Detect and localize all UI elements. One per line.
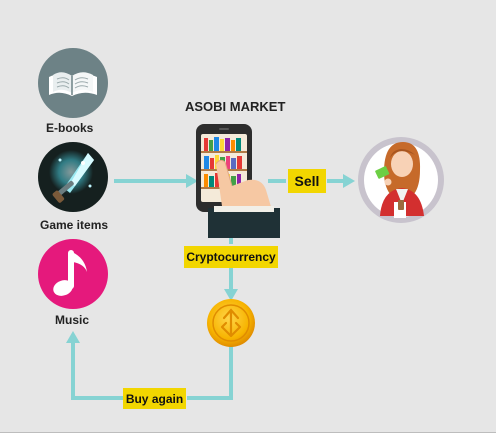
music-icon <box>38 239 108 309</box>
item-label-e-books: E-books <box>46 121 94 135</box>
game-items-icon <box>38 142 108 212</box>
market-title: ASOBI MARKET <box>185 99 286 114</box>
sell-tag: Sell <box>288 169 326 193</box>
buy-again-tag: Buy again <box>123 388 186 409</box>
divider <box>0 432 496 433</box>
buyer-icon <box>358 137 444 223</box>
cryptocurrency-tag: Cryptocurrency <box>184 246 278 268</box>
connector-crypto-to-coin <box>224 268 238 301</box>
connector-sell-to-buyer <box>327 174 355 188</box>
item-label-game-items: Game items <box>40 218 109 232</box>
hand-icon <box>208 159 280 238</box>
e-books-icon <box>38 48 108 118</box>
connector-coin-loop-to-music <box>66 331 233 400</box>
connector-items-to-phone <box>114 174 198 188</box>
page-bottom-strip <box>0 432 496 446</box>
crypto-coin-icon <box>207 299 255 347</box>
item-label-music: Music <box>55 313 90 327</box>
